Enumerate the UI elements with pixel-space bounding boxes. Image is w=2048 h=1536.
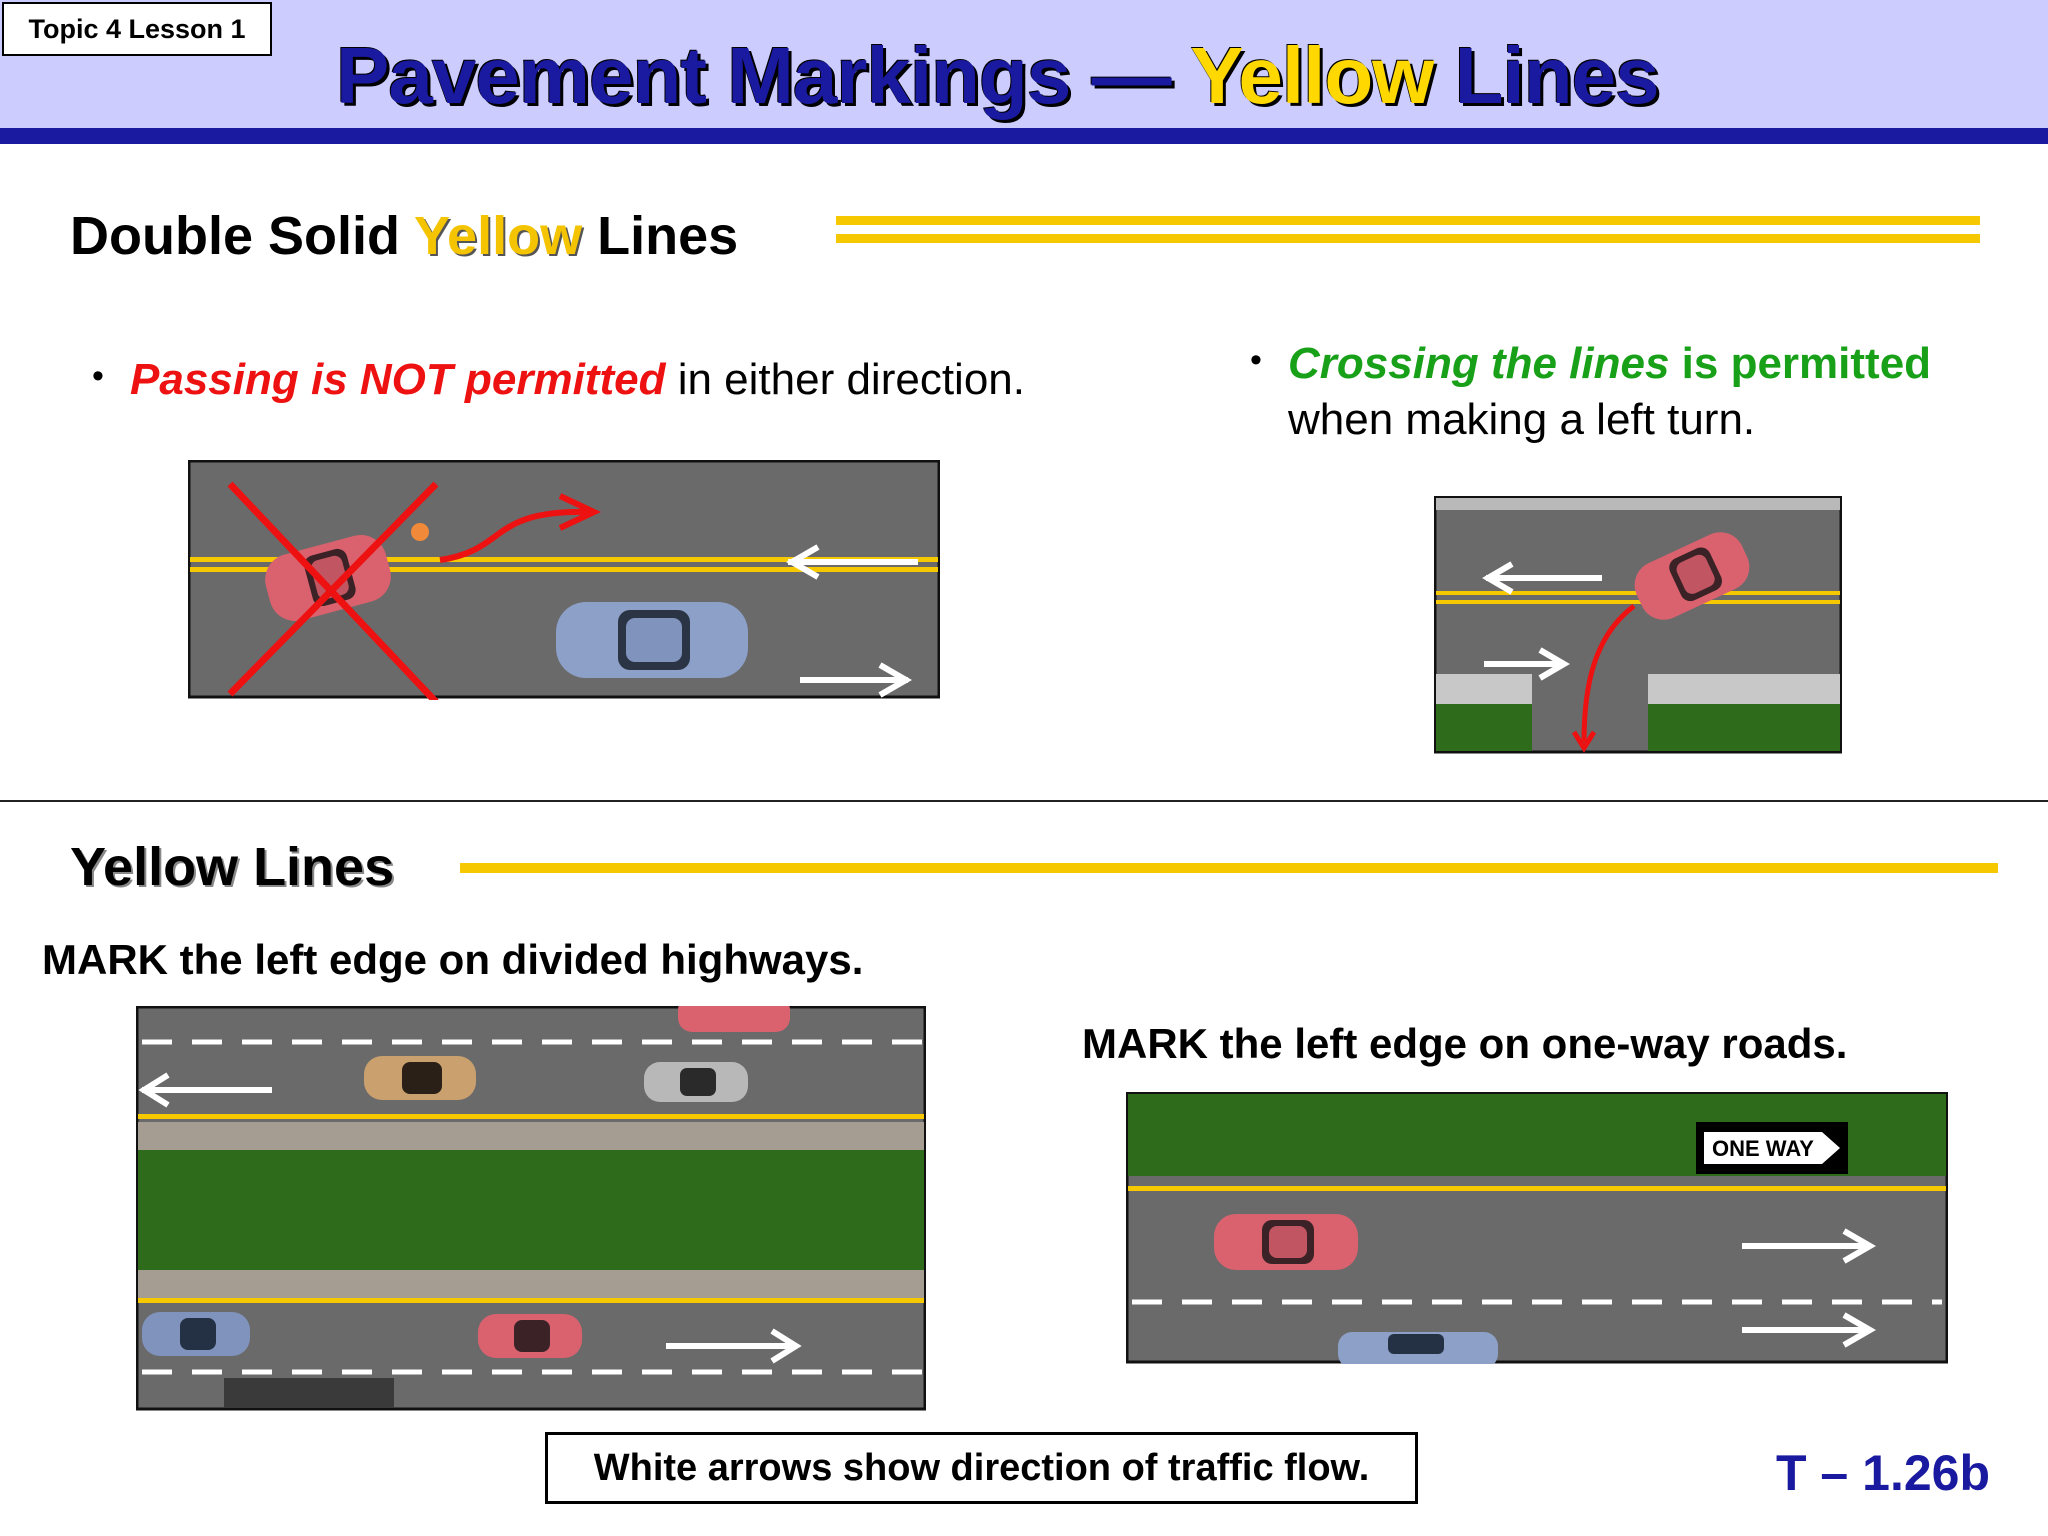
left-turn-diagram [1434, 496, 1842, 754]
header-band [0, 0, 2048, 128]
red-passing-arrow-icon [439, 508, 589, 563]
red-car-icon [478, 1314, 582, 1358]
silver-car-icon [644, 1062, 748, 1102]
tan-car-icon [364, 1056, 476, 1100]
bullet-left-turn: • Crossing the lines is permitted when m… [1250, 336, 1988, 448]
white-arrow-right-icon [1484, 647, 1570, 681]
white-arrow-left-icon [1482, 561, 1602, 595]
single-yellow-line-graphic [460, 863, 1998, 873]
heading-yellow-word: Yellow [414, 206, 583, 266]
one-way-sign-icon: ONE WAY [1696, 1122, 1848, 1174]
heading-part-1: Double Solid [70, 206, 415, 266]
one-way-caption: MARK the left edge on one-way roads. [1082, 1020, 1848, 1067]
truck-icon [224, 1378, 394, 1408]
red-x-icon [227, 481, 439, 700]
one-way-road-diagram: ONE WAY [1126, 1092, 1948, 1364]
yellow-lines-heading: Yellow Lines [70, 837, 395, 897]
red-car-icon [1634, 532, 1750, 620]
double-yellow-line-graphic [836, 216, 1980, 243]
white-arrow-right-icon [1742, 1312, 1877, 1348]
crossing-emphasis: Crossing the lines [1288, 339, 1670, 388]
no-passing-diagram [188, 460, 940, 700]
white-arrow-left-icon [785, 544, 918, 580]
divided-highway-caption: MARK the left edge on divided highways. [42, 936, 864, 983]
one-way-sign-text: ONE WAY [1712, 1136, 1814, 1161]
heading-part-3: Lines [582, 206, 739, 266]
white-arrow-right-icon [800, 662, 913, 698]
title-yellow-word: Yellow [1190, 31, 1434, 120]
no-passing-emphasis: Passing is NOT permitted [130, 355, 666, 404]
bullet-no-passing: • Passing is NOT permitted in either dir… [92, 352, 1025, 408]
blue-car-icon [556, 602, 748, 678]
title-part-3: Lines [1433, 31, 1660, 120]
white-arrow-left-icon [138, 1072, 272, 1108]
topic-label: Topic 4 Lesson 1 [2, 2, 272, 56]
section-divider [0, 800, 2048, 802]
header-rule [0, 128, 2048, 144]
white-arrow-right-icon [1742, 1228, 1877, 1264]
slide-title: Pavement Markings — Yellow Lines [336, 30, 1660, 122]
no-passing-rest: in either direction. [665, 355, 1025, 404]
crossing-permitted: is permitted [1669, 339, 1932, 388]
traffic-flow-note: White arrows show direction of traffic f… [545, 1432, 1418, 1504]
red-turn-arrow-icon [1581, 604, 1636, 743]
bullet-dot-icon: • [1250, 341, 1262, 379]
blue-car-icon [1338, 1332, 1498, 1364]
red-car-icon [1214, 1214, 1358, 1270]
red-car-icon [678, 1006, 790, 1032]
title-part-1: Pavement Markings — [336, 31, 1191, 120]
crossing-rest: when making a left turn. [1288, 395, 1756, 444]
bullet-dot-icon: • [92, 357, 104, 395]
slide-code: T – 1.26b [1776, 1445, 1990, 1501]
blue-car-icon [142, 1312, 250, 1356]
white-arrow-right-icon [666, 1328, 802, 1364]
divided-highway-diagram [136, 1006, 926, 1411]
double-solid-heading: Double Solid Yellow Lines [70, 205, 738, 267]
